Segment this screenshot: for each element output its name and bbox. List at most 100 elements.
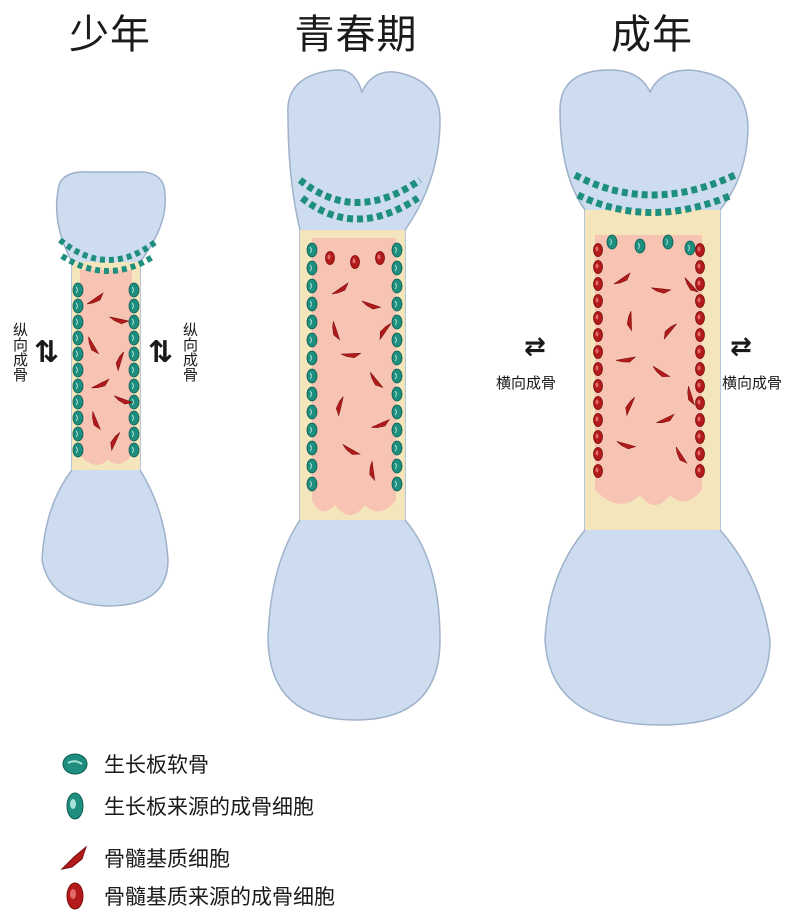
osteoblast-cell xyxy=(306,242,318,258)
osteoblast-cell xyxy=(391,278,403,294)
osteoblast-cell xyxy=(306,368,318,384)
osteoblast-cell xyxy=(695,430,705,444)
osteoblast-cell xyxy=(375,251,385,265)
osteoblast-cell xyxy=(593,294,603,308)
osteoblast-cell xyxy=(391,422,403,438)
legend-label: 生长板来源的成骨细胞 xyxy=(104,795,314,819)
osteoblast-cell xyxy=(695,396,705,410)
osteoblast-cell xyxy=(684,240,696,256)
osteoblast-cell xyxy=(391,440,403,456)
osteoblast-cell xyxy=(128,330,140,346)
osteoblast-cell xyxy=(695,447,705,461)
osteoblast-cell xyxy=(128,346,140,362)
osteoblast-cell xyxy=(391,296,403,312)
legend-item: 生长板软骨 xyxy=(58,746,209,782)
osteoblast-cell xyxy=(593,362,603,376)
osteoblast-cell xyxy=(306,296,318,312)
transverse-label-right: 横向成骨 xyxy=(722,374,783,392)
osteoblast-cell xyxy=(306,476,318,492)
osteoblast-cell xyxy=(695,379,705,393)
osteoblast-cell xyxy=(695,311,705,325)
osteoblast-cell xyxy=(391,458,403,474)
osteoblast-cell xyxy=(72,378,84,394)
juvenile-title: 少年 xyxy=(69,12,151,58)
osteoblast-cell xyxy=(593,430,603,444)
osteoblast-cell xyxy=(593,379,603,393)
osteoblast-cell xyxy=(72,442,84,458)
marrow-stromal-cell-icon xyxy=(60,845,88,870)
legend-label: 骨髓基质来源的成骨细胞 xyxy=(104,885,335,909)
adult-bone xyxy=(544,69,771,726)
osteoblast-cell xyxy=(391,260,403,276)
legend-item: 生长板来源的成骨细胞 xyxy=(58,788,314,824)
osteoblast-cell xyxy=(72,330,84,346)
osteoblast-cell xyxy=(72,410,84,426)
osteoblast-cell xyxy=(593,464,603,478)
osteoblast-cell xyxy=(306,422,318,438)
osteoblast-cell xyxy=(72,298,84,314)
osteoblast-cell xyxy=(306,440,318,456)
osteoblast-cell xyxy=(391,350,403,366)
growth-plate-osteoblast-icon xyxy=(66,792,84,820)
osteoblast-cell xyxy=(128,314,140,330)
osteoblast-cell xyxy=(634,238,646,254)
osteoblast-cell xyxy=(350,255,360,269)
osteoblast-cell xyxy=(593,413,603,427)
osteoblast-cell xyxy=(391,368,403,384)
osteoblast-cell xyxy=(391,476,403,492)
osteoblast-cell xyxy=(695,413,705,427)
osteoblast-cell xyxy=(325,251,335,265)
adult-title: 成年 xyxy=(611,12,693,58)
osteoblast-cell xyxy=(391,242,403,258)
osteoblast-cell xyxy=(695,362,705,376)
osteoblast-cell xyxy=(391,404,403,420)
osteoblast-cell xyxy=(72,314,84,330)
osteoblast-cell xyxy=(606,234,618,250)
double-arrow-up-down-icon: ⇅ xyxy=(148,335,174,370)
osteoblast-cell xyxy=(306,278,318,294)
osteoblast-cell xyxy=(593,260,603,274)
longitudinal-label-right: 纵向成骨 xyxy=(181,322,199,382)
osteoblast-cell xyxy=(128,282,140,298)
osteoblast-cell xyxy=(72,362,84,378)
double-arrow-left-right-icon: ⇄ xyxy=(524,332,546,362)
osteoblast-cell xyxy=(695,345,705,359)
longitudinal-label-left: 纵向成骨 xyxy=(11,322,29,382)
osteoblast-cell xyxy=(391,386,403,402)
osteoblast-cell xyxy=(72,282,84,298)
osteoblast-cell xyxy=(391,332,403,348)
transverse-label-left: 横向成骨 xyxy=(496,374,557,392)
osteoblast-cell xyxy=(593,243,603,257)
osteoblast-cell xyxy=(72,346,84,362)
osteoblast-cell xyxy=(128,410,140,426)
osteoblast-cell xyxy=(306,350,318,366)
osteoblast-cell xyxy=(128,442,140,458)
osteoblast-cell xyxy=(128,362,140,378)
adolescent-bone xyxy=(267,69,441,721)
osteoblast-cell xyxy=(695,328,705,342)
osteoblast-cell xyxy=(128,426,140,442)
bone-growth-diagram xyxy=(41,69,771,726)
osteoblast-cell xyxy=(306,260,318,276)
adolescent-title: 青春期 xyxy=(294,12,418,58)
osteoblast-cell xyxy=(695,277,705,291)
osteoblast-cell xyxy=(695,260,705,274)
osteoblast-cell xyxy=(593,345,603,359)
osteoblast-cell xyxy=(695,294,705,308)
osteoblast-cell xyxy=(306,386,318,402)
osteoblast-cell xyxy=(593,328,603,342)
osteoblast-cell xyxy=(695,243,705,257)
legend-label: 骨髓基质细胞 xyxy=(104,847,230,871)
double-arrow-up-down-icon: ⇅ xyxy=(34,335,60,370)
legend-item: 骨髓基质来源的成骨细胞 xyxy=(58,878,335,914)
osteoblast-cell xyxy=(593,311,603,325)
osteoblast-cell xyxy=(662,234,674,250)
osteoblast-cell xyxy=(593,447,603,461)
osteoblast-cell xyxy=(391,314,403,330)
osteoblast-cell xyxy=(306,458,318,474)
osteoblast-cell xyxy=(593,396,603,410)
osteoblast-cell xyxy=(72,426,84,442)
growth-plate-chondrocyte-icon xyxy=(62,753,88,775)
legend-item: 骨髓基质细胞 xyxy=(58,840,230,876)
double-arrow-left-right-icon: ⇄ xyxy=(730,332,752,362)
